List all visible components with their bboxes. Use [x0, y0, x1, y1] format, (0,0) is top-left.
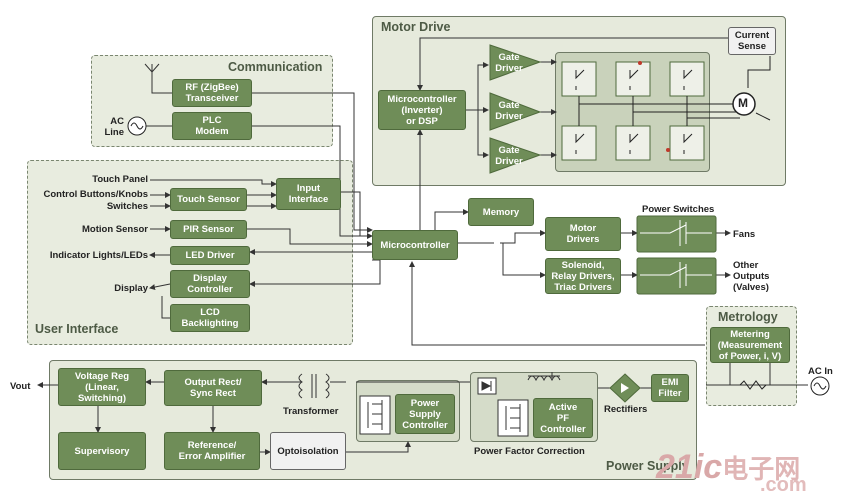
display-label: Display — [114, 283, 148, 294]
ac-in-label: AC In — [808, 366, 833, 377]
motor-drivers-block: Motor Drivers — [545, 217, 621, 251]
touch-panel-label: Touch Panel — [92, 174, 148, 185]
microcontroller-inverter-block: Microcontroller (Inverter) or DSP — [378, 90, 466, 130]
active-pf-controller-block: Active PF Controller — [533, 398, 593, 438]
control-buttons-label: Control Buttons/Knobs — [43, 189, 148, 200]
gate-driver-1-label: Gate Driver — [495, 52, 523, 74]
gate-driver-2-label: Gate Driver — [495, 100, 523, 122]
lcd-backlighting-block: LCD Backlighting — [170, 304, 250, 332]
current-sense-block: Current Sense — [728, 27, 776, 55]
user-interface-title: User Interface — [35, 322, 119, 336]
other-outputs-label: Other Outputs (Valves) — [733, 260, 770, 293]
transformer-label: Transformer — [283, 406, 339, 417]
motion-sensor-label: Motion Sensor — [82, 224, 148, 235]
power-supply-title: Power Supply — [606, 459, 689, 473]
input-interface-block: Input Interface — [276, 178, 341, 210]
pir-sensor-block: PIR Sensor — [170, 220, 247, 239]
led-driver-block: LED Driver — [170, 246, 250, 265]
reference-error-amplifier-block: Reference/ Error Amplifier — [164, 432, 260, 470]
watermark-logo: 21ic电子网 — [656, 448, 800, 487]
metering-block: Metering (Measurement of Power, i, V) — [710, 327, 790, 363]
plc-modem-block: PLC Modem — [172, 112, 252, 140]
rectifiers-label: Rectifiers — [604, 404, 648, 415]
output-rect-block: Output Rect/ Sync Rect — [164, 370, 262, 406]
rf-transceiver-block: RF (ZigBee) Transceiver — [172, 79, 252, 107]
communication-title: Communication — [228, 60, 323, 74]
watermark-21ic: 21ic — [656, 448, 723, 486]
memory-block: Memory — [468, 198, 534, 226]
power-supply-controller-block: Power Supply Controller — [395, 394, 455, 434]
display-controller-block: Display Controller — [170, 270, 250, 298]
microcontroller-block: Microcontroller — [372, 230, 458, 260]
motor-label: M — [738, 96, 748, 110]
pfc-label: Power Factor Correction — [474, 446, 585, 457]
emi-filter-block: EMI Filter — [651, 374, 689, 402]
power-switches-label: Power Switches — [642, 204, 715, 215]
metrology-title: Metrology — [718, 310, 778, 324]
supervisory-block: Supervisory — [58, 432, 146, 470]
ac-line-label: AC Line — [104, 116, 124, 138]
voltage-reg-block: Voltage Reg (Linear, Switching) — [58, 368, 146, 406]
watermark-cn: 电子网 — [722, 454, 801, 484]
vout-label: Vout — [10, 381, 31, 392]
motor-drive-title: Motor Drive — [381, 20, 451, 34]
gate-driver-3-label: Gate Driver — [495, 145, 523, 167]
switches-label: Switches — [106, 201, 148, 212]
watermark-domain: .com — [760, 474, 807, 496]
touch-sensor-block: Touch Sensor — [170, 188, 247, 211]
indicator-lights-label: Indicator Lights/LEDs — [49, 250, 148, 261]
fans-label: Fans — [733, 229, 756, 240]
optoisolation-block: Optoisolation — [270, 432, 346, 470]
solenoid-drivers-block: Solenoid, Relay Drivers, Triac Drivers — [545, 258, 621, 294]
